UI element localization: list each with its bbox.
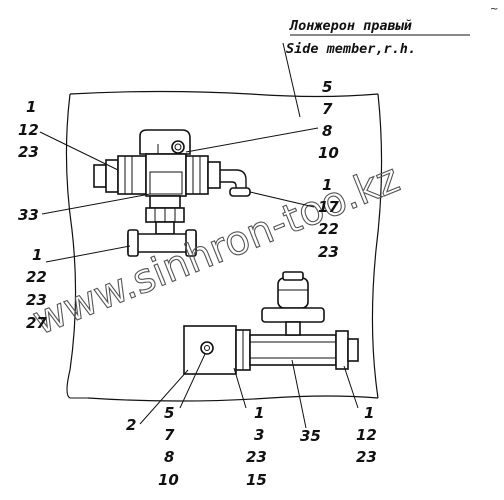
callout-elbow-4: 23 <box>318 243 339 261</box>
callout-elbow-3: 22 <box>318 220 339 238</box>
callout-right-1: 1 <box>364 404 374 422</box>
callout-bottom1-1: 1 <box>254 404 264 422</box>
callout-bottom1-3: 23 <box>246 448 267 466</box>
callout-valve-body: 33 <box>18 206 39 224</box>
callout-right-2: 12 <box>356 426 377 444</box>
callout-top-right-4: 10 <box>318 144 339 162</box>
callout-top-right-3: 8 <box>322 122 332 140</box>
title-en: Side member,r.h. <box>286 41 416 57</box>
callout-top-left-3: 23 <box>18 143 39 161</box>
callout-bottom5-1: 5 <box>164 404 174 422</box>
callout-right-3: 23 <box>356 448 377 466</box>
callout-bottom5-2: 7 <box>164 426 175 444</box>
callout-tee-2: 22 <box>26 268 47 286</box>
callout-top-right-2: 7 <box>322 100 333 118</box>
title-ru: Лонжерон правый <box>289 18 412 34</box>
callout-tee-1: 1 <box>32 246 42 264</box>
callout-cylinder: 35 <box>300 427 321 445</box>
callout-elbow-1: 1 <box>322 176 332 194</box>
corner-mark: ~ <box>490 4 498 15</box>
callout-tee-4: 27 <box>26 314 47 332</box>
callout-bottom1-4: 15 <box>246 471 267 489</box>
callout-bottom5-3: 8 <box>164 448 174 466</box>
callout-bottom5-4: 10 <box>158 471 179 489</box>
callout-elbow-2: 17 <box>318 198 339 216</box>
callout-top-right-1: 5 <box>322 78 332 96</box>
upper-valve-assembly <box>93 129 251 257</box>
callout-top-left-1: 1 <box>26 98 36 116</box>
callout-bracket: 2 <box>126 416 136 434</box>
callout-bottom1-2: 3 <box>254 426 264 444</box>
lower-valve-assembly <box>183 271 359 375</box>
callout-top-left-2: 12 <box>18 121 39 139</box>
callout-tee-3: 23 <box>26 291 47 309</box>
side-member-panel <box>65 90 383 402</box>
title-leader <box>282 42 301 118</box>
